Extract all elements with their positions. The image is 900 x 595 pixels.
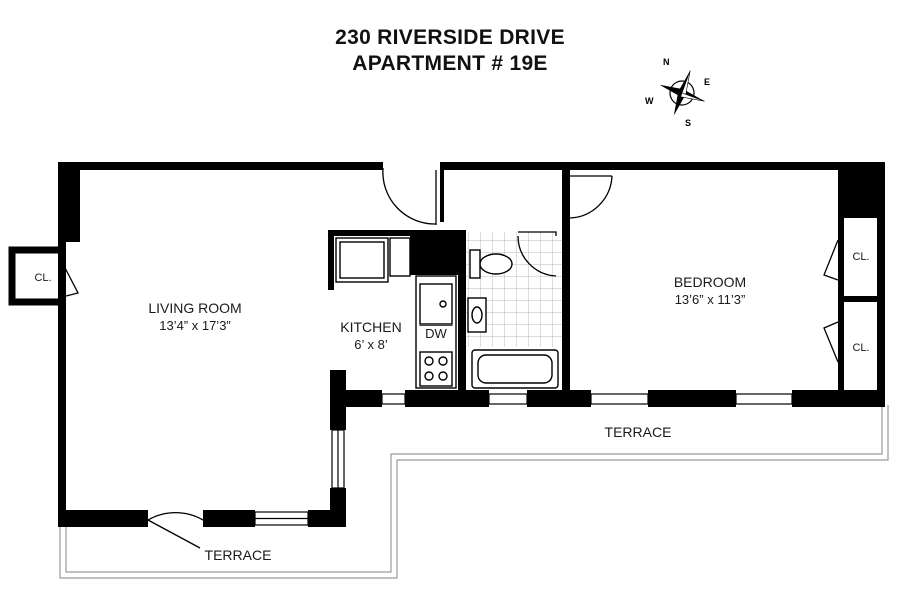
- terrace-label-south: TERRACE: [204, 547, 272, 563]
- walls: [58, 162, 885, 527]
- unit-title: APARTMENT # 19E: [352, 52, 548, 75]
- compass-letters: N E S W: [645, 57, 710, 128]
- living-room-dims: 13’4” x 17’3”: [159, 318, 231, 333]
- toilet-tank: [469, 249, 481, 279]
- toilet-bowl: [479, 253, 513, 275]
- kitchen-name: KITCHEN: [340, 319, 402, 335]
- terrace-label-east: TERRACE: [604, 424, 672, 440]
- dishwasher-label: DW: [418, 326, 454, 341]
- bathroom-fixtures: [467, 249, 559, 389]
- compass-w: W: [645, 96, 654, 106]
- kitchen-dims: 6’ x 8’: [354, 337, 388, 352]
- windows: [254, 393, 793, 526]
- compass-rose: [659, 70, 705, 116]
- doors: [61, 167, 839, 549]
- counter: [389, 237, 411, 277]
- closet-label-left: CL.: [34, 272, 52, 284]
- closet-label-upper-right: CL.: [852, 251, 870, 263]
- compass-s: S: [685, 118, 691, 128]
- living-room-name: LIVING ROOM: [148, 300, 242, 316]
- compass-n: N: [663, 57, 670, 67]
- bedroom-dims: 13’6” x 11’3”: [674, 292, 746, 307]
- bedroom-name: BEDROOM: [673, 274, 747, 290]
- compass-e: E: [704, 77, 710, 87]
- sink: [419, 283, 453, 325]
- closet-left-outline: [8, 246, 60, 306]
- closet-label-lower-right: CL.: [852, 342, 870, 354]
- stove: [419, 351, 453, 387]
- address-title: 230 RIVERSIDE DRIVE: [335, 26, 565, 49]
- terrace-outline-bottom: [59, 405, 889, 579]
